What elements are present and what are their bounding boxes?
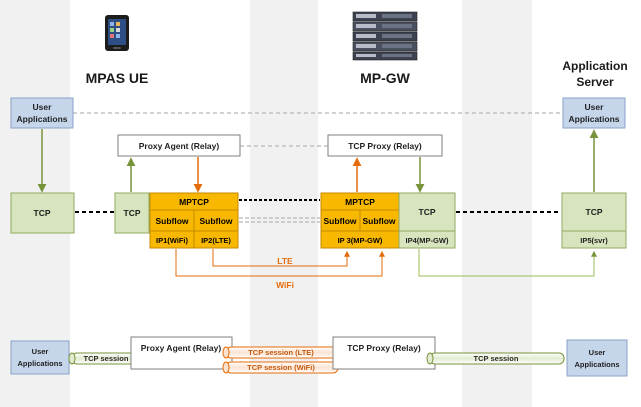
wifi-path <box>175 249 385 277</box>
tcp-box-ue-app: TCP <box>10 192 75 234</box>
user-applications-bottom-right: User Applications <box>566 339 628 377</box>
tcp-proxy-label: TCP Proxy (Relay) <box>348 141 422 151</box>
user-applications-line1: User <box>585 102 605 112</box>
tcp-session-lte-label: TCP session (LTE) <box>248 348 314 357</box>
ip2-lte-label: IP2(LTE) <box>201 236 231 245</box>
ip4-mp-gw-label: IP4(MP-GW) <box>406 236 449 245</box>
user-applications-line2: Applications <box>16 114 67 124</box>
wifi-label: WiFi <box>276 280 294 290</box>
user-applications-server: User Applications <box>562 97 626 129</box>
tcp-label: TCP <box>586 207 603 217</box>
tcp-label: TCP <box>124 208 141 218</box>
tcp-session-pipe-right: TCP session <box>426 352 565 365</box>
mptcp-label: MPTCP <box>345 197 375 207</box>
tcp-box-ue-proxy: TCP <box>114 192 150 234</box>
proxy-agent-label: Proxy Agent (Relay) <box>141 343 222 353</box>
tcp-path-gw-to-server <box>418 249 597 277</box>
tcp-session-wifi-label: TCP session (WiFi) <box>247 363 315 372</box>
smartphone-icon <box>105 15 129 51</box>
tcp-session-lte-pipe: TCP session (LTE) <box>222 346 339 359</box>
background-band <box>462 0 532 407</box>
subflow-label: Subflow <box>362 216 395 226</box>
user-applications-line1: User <box>589 348 606 357</box>
lte-label: LTE <box>277 256 293 266</box>
user-applications-line2: Applications <box>17 359 62 368</box>
tcp-session-pipe-left: TCP session <box>68 352 136 365</box>
lte-path <box>212 249 350 267</box>
tcp-box-server: TCP IP5(svr) <box>561 192 627 249</box>
mptcp-gw: MPTCP Subflow Subflow IP 3(MP-GW) <box>320 192 400 249</box>
ip3-mp-gw-label: IP 3(MP-GW) <box>338 236 383 245</box>
proxy-agent-label: Proxy Agent (Relay) <box>139 141 220 151</box>
tcp-label: TCP <box>419 207 436 217</box>
user-applications-ue: User Applications <box>10 97 74 129</box>
user-applications-line2: Applications <box>574 360 619 369</box>
tcp-proxy-bottom: TCP Proxy (Relay) <box>332 336 436 370</box>
tcp-box-gw: TCP IP4(MP-GW) <box>398 192 456 249</box>
background-band <box>250 0 318 407</box>
tcp-session-label: TCP session <box>84 354 129 363</box>
heading-mp-gw: MP-GW <box>360 70 411 86</box>
subflow-label: Subflow <box>199 216 232 226</box>
server-rack-icon <box>352 11 418 61</box>
proxy-agent-bottom: Proxy Agent (Relay) <box>130 336 233 370</box>
user-applications-bottom-left: User Applications <box>10 340 70 375</box>
mptcp-label: MPTCP <box>179 197 209 207</box>
heading-server: Server <box>576 75 614 89</box>
ip5-svr-label: IP5(svr) <box>580 236 608 245</box>
ip1-wifi-label: IP1(WiFi) <box>156 236 189 245</box>
user-applications-line2: Applications <box>568 114 619 124</box>
tcp-session-wifi-pipe: TCP session (WiFi) <box>222 361 339 374</box>
mptcp-ue: MPTCP Subflow Subflow IP1(WiFi) IP2(LTE) <box>149 192 239 249</box>
user-applications-line1: User <box>32 347 49 356</box>
heading-application: Application <box>562 59 627 73</box>
subflow-label: Subflow <box>323 216 356 226</box>
subflow-label: Subflow <box>155 216 188 226</box>
proxy-agent-relay: Proxy Agent (Relay) <box>117 134 241 157</box>
tcp-proxy-relay: TCP Proxy (Relay) <box>327 134 443 157</box>
user-applications-line1: User <box>33 102 53 112</box>
tcp-session-label: TCP session <box>474 354 519 363</box>
tcp-label: TCP <box>34 208 51 218</box>
tcp-proxy-label: TCP Proxy (Relay) <box>347 343 421 353</box>
heading-mpas-ue: MPAS UE <box>86 70 149 86</box>
